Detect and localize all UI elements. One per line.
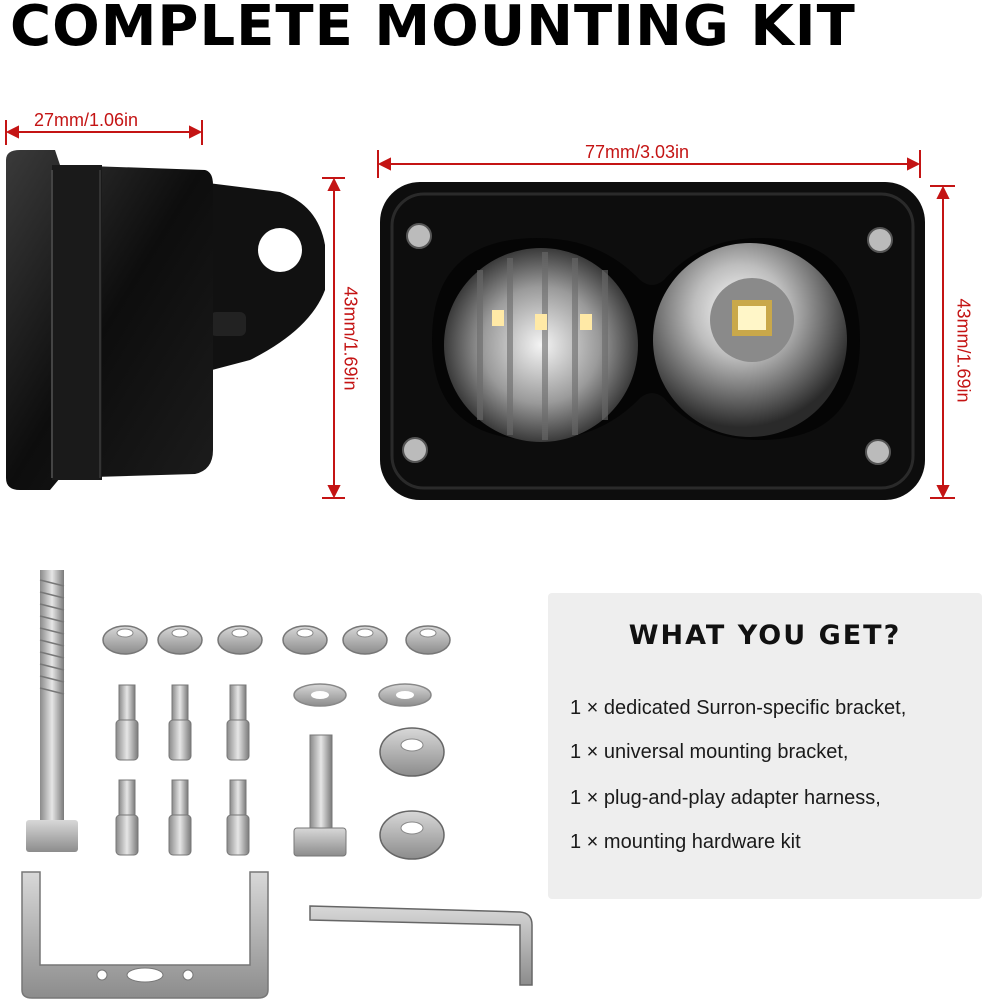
long-bolt: [26, 570, 78, 852]
allen-key: [309, 905, 533, 986]
kit-item: 1 × plug-and-play adapter harness,: [570, 787, 881, 809]
page-title: COMPLETE MOUNTING KIT: [10, 0, 856, 59]
kit-item: 1 × dedicated Surron-specific bracket,: [570, 697, 907, 719]
side-view-light: [6, 150, 325, 490]
socket-head-bolts: [115, 684, 250, 856]
hex-bolt: [293, 734, 347, 857]
front-view-light: [380, 182, 925, 500]
u-bracket: [21, 871, 269, 999]
kit-item: 1 × mounting hardware kit: [570, 831, 801, 853]
kit-heading: WHAT YOU GET?: [628, 620, 902, 651]
kit-item: 1 × universal mounting bracket,: [570, 741, 849, 763]
front-height-label: 43mm/1.69in: [953, 298, 974, 403]
side-height-label: 43mm/1.69in: [340, 286, 361, 391]
small-flange-nuts: [102, 625, 451, 655]
front-width-label: 77mm/3.03in: [585, 142, 690, 162]
side-width-label: 27mm/1.06in: [34, 110, 139, 130]
kit-contents-panel: [548, 593, 982, 899]
large-flange-nuts: [379, 727, 445, 860]
dimension-arrows: [5, 120, 955, 499]
